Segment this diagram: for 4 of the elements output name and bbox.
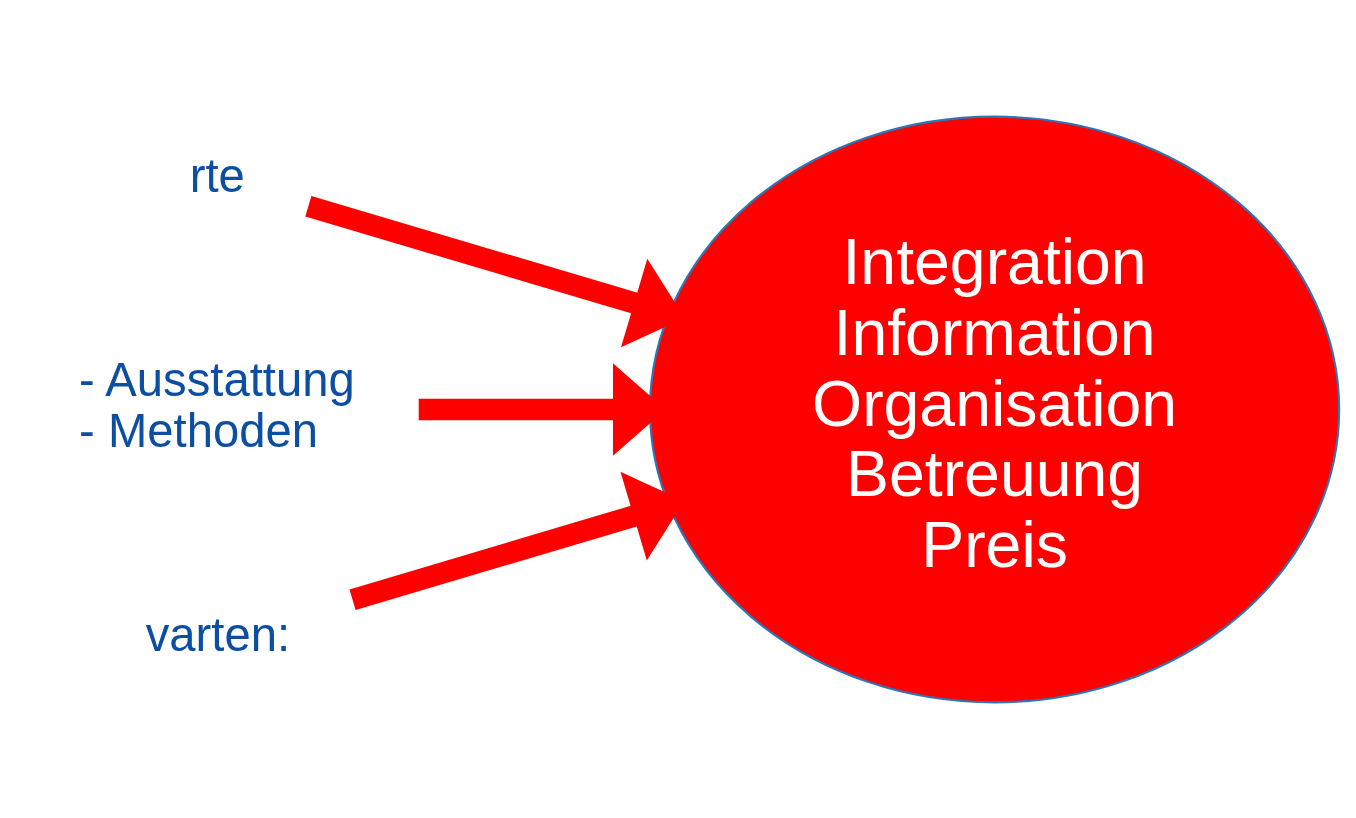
node-text: - Ausstattung - Methoden [79,352,355,457]
node-text: varten: [145,607,291,661]
node-ellipse: Integration Information Organisation Betreuung Preis [648,115,1341,703]
node-text: rte [189,148,245,202]
